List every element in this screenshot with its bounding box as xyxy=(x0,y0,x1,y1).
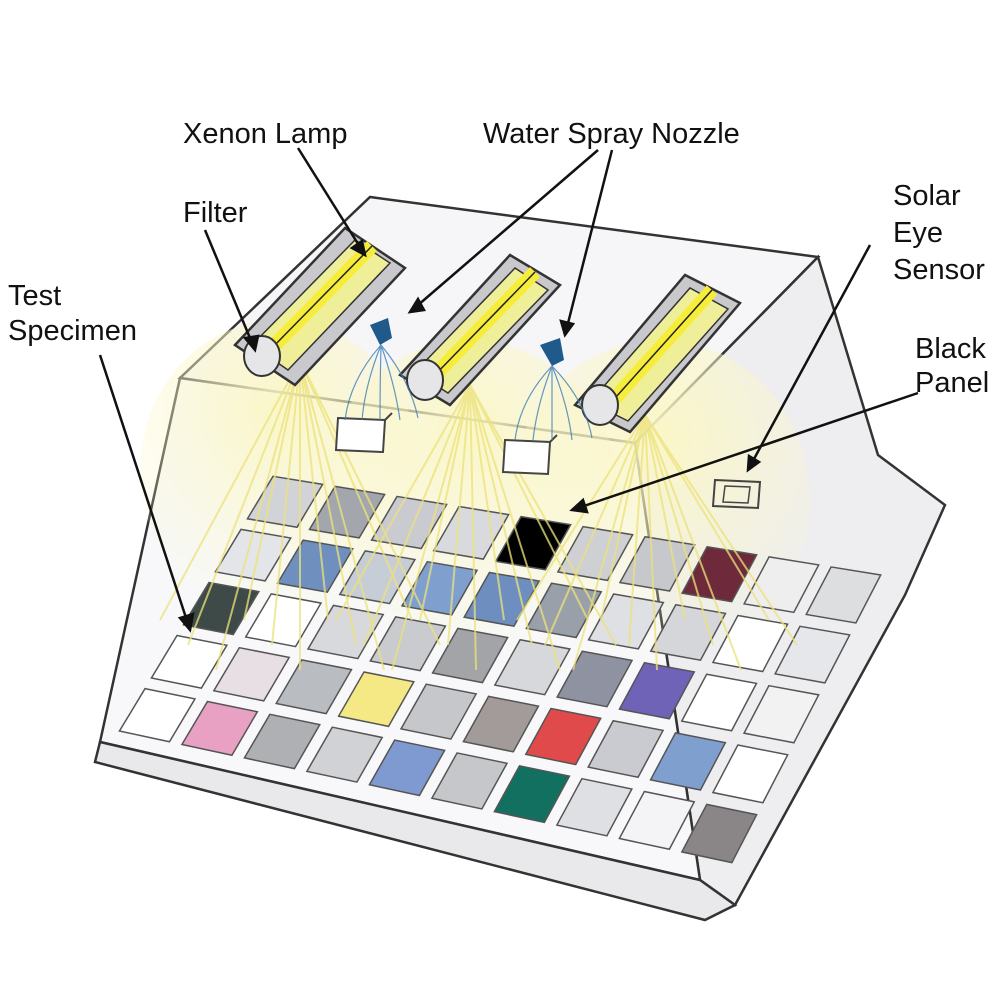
nozzle-mount-left xyxy=(334,412,393,454)
light-ray xyxy=(644,414,714,646)
light-ray xyxy=(243,359,301,621)
test-specimen xyxy=(399,683,478,740)
light-ray xyxy=(516,414,646,621)
test-specimen xyxy=(587,593,665,650)
light-ray xyxy=(469,384,477,671)
test-specimen xyxy=(275,659,353,715)
test-specimen xyxy=(118,687,197,743)
xenon-lamp-center xyxy=(398,253,562,407)
light-ray xyxy=(644,414,770,621)
labels: Xenon Lamp Water Spray Nozzle Filter Tes… xyxy=(8,118,989,399)
light-ray xyxy=(447,384,471,646)
label-solar-eye-line1: Solar xyxy=(893,180,961,212)
test-specimen xyxy=(493,764,571,824)
light-ray xyxy=(363,384,471,646)
test-specimen xyxy=(150,634,229,689)
light-ray xyxy=(644,414,686,621)
test-specimen xyxy=(182,581,260,636)
test-specimen xyxy=(680,803,758,864)
light-ray xyxy=(469,384,505,621)
light-ray xyxy=(391,384,471,671)
test-specimen xyxy=(587,719,665,779)
test-specimen xyxy=(556,650,634,708)
label-black-panel-line2: Panel xyxy=(915,367,989,399)
specimen-tray xyxy=(118,475,882,864)
light-ray xyxy=(271,359,301,646)
xenon-lamp-right xyxy=(573,273,742,434)
test-specimen xyxy=(244,593,323,648)
test-specimen xyxy=(742,556,820,614)
light-ray xyxy=(628,414,646,646)
test-specimen xyxy=(431,627,509,684)
label-water-spray-nozzle: Water Spray Nozzle xyxy=(483,118,740,150)
light-glow xyxy=(140,320,810,660)
light-ray xyxy=(644,414,658,671)
test-specimen xyxy=(212,646,291,702)
xenon-lamp-left xyxy=(233,226,407,387)
light-ray xyxy=(469,384,561,671)
test-specimen xyxy=(524,707,602,766)
label-filter: Filter xyxy=(183,197,248,229)
test-specimen xyxy=(711,744,789,804)
light-rays xyxy=(159,359,798,671)
label-black-panel-line1: Black xyxy=(915,333,986,365)
water-spray-nozzle-right xyxy=(514,338,593,441)
water-spray-nozzle-left xyxy=(344,318,419,421)
light-ray xyxy=(600,414,646,621)
test-specimen xyxy=(305,726,384,783)
test-specimen xyxy=(555,777,633,837)
test-specimen xyxy=(649,732,727,791)
test-specimen xyxy=(214,528,292,582)
light-ray xyxy=(469,384,589,621)
test-specimen xyxy=(462,695,540,753)
label-xenon-lamp: Xenon Lamp xyxy=(183,118,347,150)
light-ray xyxy=(299,359,357,646)
test-specimen xyxy=(618,661,696,720)
test-specimen xyxy=(337,671,415,728)
light-ray xyxy=(335,384,471,621)
label-test-specimen-line1: Test xyxy=(8,280,61,312)
chamber-base-lip xyxy=(93,740,738,922)
light-ray xyxy=(419,384,471,621)
light-ray xyxy=(299,359,413,621)
label-solar-eye-line3: Sensor xyxy=(893,254,985,286)
light-ray xyxy=(544,414,646,646)
light-ray xyxy=(215,359,301,671)
test-specimen xyxy=(243,713,321,770)
light-ray xyxy=(644,414,742,671)
light-ray xyxy=(469,384,533,646)
leader-lines xyxy=(98,147,919,633)
label-solar-eye-line2: Eye xyxy=(893,217,943,249)
test-specimen xyxy=(680,673,758,732)
test-specimen xyxy=(430,752,509,810)
light-ray xyxy=(644,414,798,646)
test-specimen xyxy=(400,560,479,616)
test-specimen xyxy=(368,739,446,797)
test-specimen xyxy=(805,566,882,624)
solar-eye-sensor xyxy=(711,478,762,510)
light-ray xyxy=(299,359,385,671)
test-specimen xyxy=(618,790,696,851)
light-ray xyxy=(299,359,441,646)
test-specimen xyxy=(180,700,259,757)
light-ray xyxy=(572,414,646,671)
light-ray xyxy=(187,359,301,646)
label-test-specimen-line2: Specimen xyxy=(8,315,137,347)
test-specimen xyxy=(306,604,385,660)
nozzle-mount-right xyxy=(501,434,558,476)
light-ray xyxy=(299,359,329,621)
test-specimen xyxy=(649,603,727,662)
test-specimen xyxy=(711,614,789,673)
light-ray xyxy=(159,359,301,621)
test-specimen xyxy=(742,684,820,744)
